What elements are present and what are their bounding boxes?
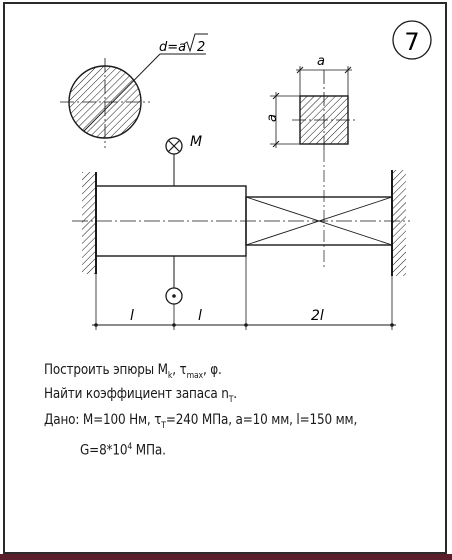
diameter-leader — [83, 53, 161, 132]
sqrt-sign — [183, 33, 208, 53]
left-wall — [82, 172, 97, 274]
moment-label: M — [190, 134, 202, 150]
sheet-frame — [3, 2, 447, 554]
length-label-3: 2l — [311, 308, 324, 324]
round-cross-section — [60, 53, 206, 148]
statement-line-2: Найти коэффициент запаса nT. — [44, 386, 237, 405]
moment-out-of-page-symbol — [165, 256, 183, 305]
problem-number: 7 — [404, 28, 419, 56]
problem-number-circle — [392, 20, 432, 60]
square-side-label-top: a — [317, 54, 325, 69]
statement-line-4: G=8*104 МПа. — [80, 442, 166, 459]
diameter-root: 2 — [197, 40, 205, 55]
length-dimension — [92, 256, 396, 330]
statement-line-3: Дано: M=100 Нм, τT=240 МПа, a=10 мм, l=1… — [44, 412, 358, 431]
moment-into-page-symbol — [165, 137, 183, 186]
square-cross-section — [270, 66, 356, 150]
length-label-1: l — [130, 308, 134, 324]
length-label-2: l — [198, 308, 202, 324]
bottom-edge-bar — [0, 554, 452, 560]
square-side-label-left: a — [265, 114, 280, 122]
right-wall — [391, 170, 406, 276]
diameter-label: d=a — [159, 40, 186, 55]
statement-line-1: Построить эпюры Mk, τmax, φ. — [44, 362, 222, 381]
